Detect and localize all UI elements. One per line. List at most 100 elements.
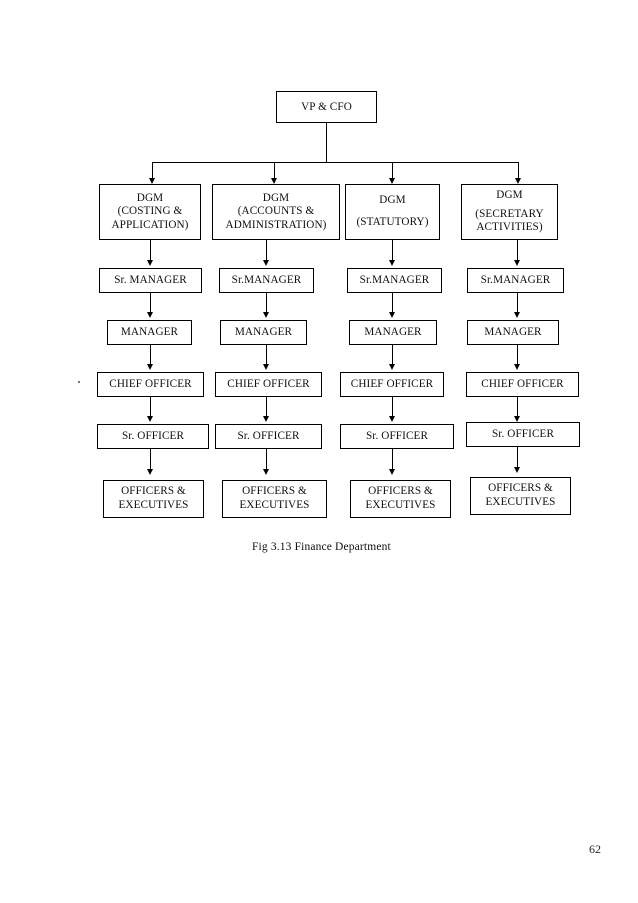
node-col-4-officers-executives[interactable]: OFFICERS & EXECUTIVES xyxy=(470,477,571,515)
node-label-line: (COSTING & xyxy=(117,205,183,218)
connector-col-2-srofficer-to-officers xyxy=(266,449,267,472)
node-col-3-manager[interactable]: MANAGER xyxy=(349,320,437,345)
node-label-line: (STATUTORY) xyxy=(356,216,429,228)
arrowhead-col-3-srofficer xyxy=(389,416,395,422)
node-label-line: DGM xyxy=(262,191,290,204)
node-label-line: DGM xyxy=(496,189,523,202)
node-label: Sr.MANAGER xyxy=(231,274,302,287)
node-label-line: APPLICATION) xyxy=(111,218,189,231)
arrowhead-col-2-officers xyxy=(263,469,269,475)
arrowhead-col-1-srofficer xyxy=(147,416,153,422)
node-label: VP & CFO xyxy=(301,100,352,113)
node-col-4-sr-manager[interactable]: Sr.MANAGER xyxy=(467,268,564,293)
node-col-2-sr-officer[interactable]: Sr. OFFICER xyxy=(215,424,322,449)
node-col-4-manager[interactable]: MANAGER xyxy=(467,320,559,345)
node-label: Sr. OFFICER xyxy=(491,428,555,441)
connector-col-4-dgm-to-srmanager xyxy=(517,240,518,263)
node-label-line: DGM xyxy=(136,191,164,204)
connector-col-2-dgm-to-srmanager xyxy=(266,240,267,263)
node-col-4-dgm[interactable]: DGM (SECRETARY ACTIVITIES) xyxy=(461,184,558,240)
connector-col-4-srofficer-to-officers xyxy=(517,447,518,470)
arrowhead-col-2-srmanager xyxy=(263,260,269,266)
connector-col-3-chief-to-srofficer xyxy=(392,397,393,419)
connector-col-3-dgm-to-srmanager xyxy=(392,240,393,263)
node-label: MANAGER xyxy=(364,326,422,339)
node-label-line: (ACCOUNTS & xyxy=(237,205,315,218)
node-label-line: OFFICERS & xyxy=(121,485,186,498)
node-col-1-sr-manager[interactable]: Sr. MANAGER xyxy=(99,268,202,293)
arrowhead-col-3-srmanager xyxy=(389,260,395,266)
node-col-2-sr-manager[interactable]: Sr.MANAGER xyxy=(219,268,314,293)
connector-col-3-manager-to-chief xyxy=(392,345,393,367)
node-label: Sr. OFFICER xyxy=(365,430,429,443)
connector-bar-to-col-1 xyxy=(152,162,153,181)
node-col-1-manager[interactable]: MANAGER xyxy=(107,320,192,345)
node-col-3-dgm[interactable]: DGM (STATUTORY) xyxy=(345,184,440,240)
arrowhead-bar-to-col-4 xyxy=(515,178,521,184)
node-label: Sr. OFFICER xyxy=(121,430,185,443)
node-col-1-sr-officer[interactable]: Sr. OFFICER xyxy=(97,424,209,449)
connector-col-2-srmanager-to-manager xyxy=(266,293,267,315)
node-col-3-sr-officer[interactable]: Sr. OFFICER xyxy=(340,424,454,449)
node-label-line: ACTIVITIES) xyxy=(476,221,543,234)
node-label: Sr. OFFICER xyxy=(237,430,300,443)
connector-bar-to-col-4 xyxy=(518,162,519,181)
node-col-2-dgm[interactable]: DGM (ACCOUNTS & ADMINISTRATION) xyxy=(212,184,340,240)
node-col-1-dgm[interactable]: DGM (COSTING & APPLICATION) xyxy=(99,184,201,240)
node-label: Sr. MANAGER xyxy=(114,274,187,287)
arrowhead-col-1-manager xyxy=(147,312,153,318)
node-col-3-sr-manager[interactable]: Sr.MANAGER xyxy=(347,268,442,293)
connector-col-3-srmanager-to-manager xyxy=(392,293,393,315)
connector-col-4-srmanager-to-manager xyxy=(517,293,518,315)
connector-col-1-srmanager-to-manager xyxy=(150,293,151,315)
figure-caption: Fig 3.13 Finance Department xyxy=(252,541,391,553)
connector-col-1-manager-to-chief xyxy=(150,345,151,367)
node-label: CHIEF OFFICER xyxy=(109,378,192,391)
arrowhead-bar-to-col-3 xyxy=(389,178,395,184)
node-col-1-officers-executives[interactable]: OFFICERS & EXECUTIVES xyxy=(103,480,204,518)
node-label: MANAGER xyxy=(234,326,293,339)
node-label-line: OFFICERS & xyxy=(488,482,553,495)
node-col-2-chief-officer[interactable]: CHIEF OFFICER xyxy=(215,372,322,397)
node-label-line: EXECUTIVES xyxy=(239,499,310,511)
arrowhead-col-4-officers xyxy=(514,467,520,473)
connector-col-3-srofficer-to-officers xyxy=(392,449,393,472)
connector-bar-to-col-2 xyxy=(274,162,275,181)
node-col-3-chief-officer[interactable]: CHIEF OFFICER xyxy=(340,372,444,397)
connector-col-1-chief-to-srofficer xyxy=(150,397,151,419)
connector-col-2-manager-to-chief xyxy=(266,345,267,367)
arrowhead-col-2-manager xyxy=(263,312,269,318)
node-vp-cfo[interactable]: VP & CFO xyxy=(276,91,377,123)
connector-root-stem xyxy=(326,123,327,162)
arrowhead-col-3-officers xyxy=(389,469,395,475)
arrowhead-col-1-chief xyxy=(147,364,153,370)
arrowhead-col-4-srofficer xyxy=(514,416,520,422)
node-label: CHIEF OFFICER xyxy=(350,378,434,391)
node-col-2-manager[interactable]: MANAGER xyxy=(220,320,307,345)
arrowhead-bar-to-col-2 xyxy=(271,178,277,184)
connector-col-4-chief-to-srofficer xyxy=(517,397,518,419)
arrowhead-col-4-manager xyxy=(514,312,520,318)
node-col-3-officers-executives[interactable]: OFFICERS & EXECUTIVES xyxy=(350,480,451,518)
node-label: CHIEF OFFICER xyxy=(227,378,310,391)
node-col-4-sr-officer[interactable]: Sr. OFFICER xyxy=(466,422,580,447)
arrowhead-col-4-chief xyxy=(514,364,520,370)
node-label-line: (SECRETARY xyxy=(475,207,544,220)
node-label: MANAGER xyxy=(484,326,542,339)
arrowhead-bar-to-col-1 xyxy=(149,178,155,184)
node-label: Sr.MANAGER xyxy=(359,274,430,287)
connector-bar-to-col-3 xyxy=(392,162,393,181)
node-col-2-officers-executives[interactable]: OFFICERS & EXECUTIVES xyxy=(222,480,327,518)
node-label-line: EXECUTIVES xyxy=(365,499,436,511)
node-col-1-chief-officer[interactable]: CHIEF OFFICER xyxy=(97,372,204,397)
connector-col-2-chief-to-srofficer xyxy=(266,397,267,419)
arrowhead-col-3-manager xyxy=(389,312,395,318)
node-col-4-chief-officer[interactable]: CHIEF OFFICER xyxy=(466,372,579,397)
node-label-line: OFFICERS & xyxy=(242,485,307,498)
scan-artifact-speck xyxy=(78,381,80,383)
node-label-line: DGM xyxy=(379,194,406,207)
connector-col-1-dgm-to-srmanager xyxy=(150,240,151,263)
arrowhead-col-1-srmanager xyxy=(147,260,153,266)
node-label: Sr.MANAGER xyxy=(480,274,551,287)
